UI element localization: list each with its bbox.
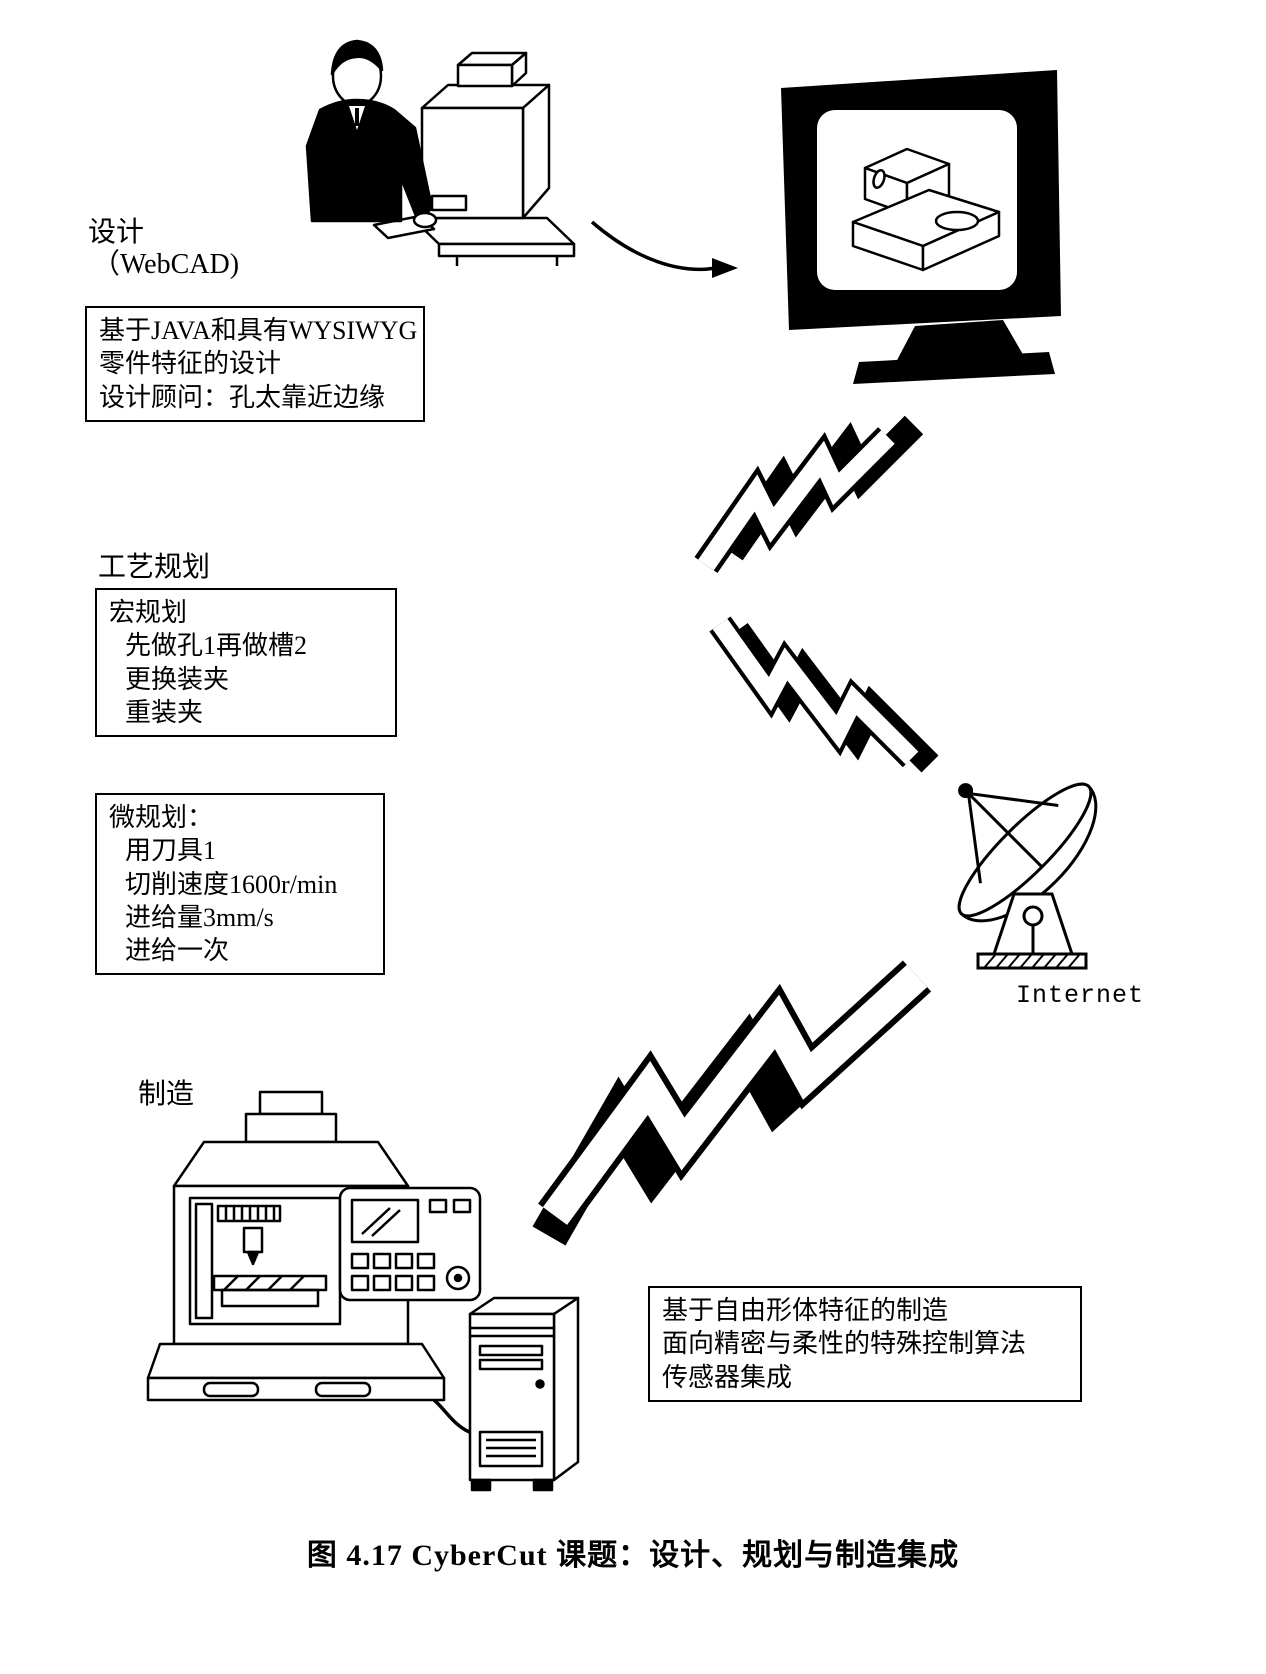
process-planning-label: 工艺规划: [98, 552, 211, 583]
satellite-dish-drawing: [957, 782, 1098, 970]
design-note-box: 基于JAVA和具有WYSIWYG 零件特征的设计 设计顾问：孔太靠近边缘: [85, 306, 425, 422]
manufacturing-note-line-2: 面向精密与柔性的特殊控制算法: [662, 1329, 1027, 1359]
design-label: 设计: [88, 217, 145, 248]
internet-label: Internet: [1016, 981, 1145, 1010]
manufacturing-label: 制造: [138, 1079, 195, 1110]
design-note-line-1: 基于JAVA和具有WYSIWYG: [99, 316, 418, 345]
lightning-bolt-1: [694, 415, 924, 573]
macro-planning-line-1: 先做孔1再做槽2: [125, 631, 308, 661]
lightning-bolt-3: [532, 960, 932, 1246]
macro-planning-line-3: 重装夹: [125, 697, 204, 727]
design-note-line-2: 零件特征的设计: [99, 349, 282, 379]
crt-monitor-drawing: [781, 70, 1061, 384]
figure-caption: 图 4.17 CyberCut 课题：设计、规划与制造集成: [306, 1539, 960, 1572]
lightning-bolt-2: [709, 616, 939, 773]
micro-planning-line-3: 进给量3mm/s: [125, 902, 274, 932]
micro-planning-line-4: 进给一次: [125, 936, 230, 966]
design-to-monitor-arrow: [590, 220, 738, 278]
computer-tower-drawing: [468, 1296, 580, 1492]
manufacturing-note-box: 基于自由形体特征的制造 面向精密与柔性的特殊控制算法 传感器集成: [648, 1286, 1082, 1402]
manufacturing-note-line-1: 基于自由形体特征的制造: [662, 1296, 949, 1325]
designer-at-computer-drawing: [305, 39, 576, 266]
micro-planning-title: 微规划：: [109, 803, 214, 832]
micro-planning-box: 微规划： 用刀具1 切削速度1600r/min 进给量3mm/s 进给一次: [95, 793, 385, 976]
macro-planning-line-2: 更换装夹: [125, 664, 230, 694]
micro-planning-line-1: 用刀具1: [125, 836, 217, 866]
macro-planning-title: 宏规划: [109, 598, 188, 627]
manufacturing-note-line-3: 传感器集成: [662, 1362, 793, 1392]
design-webcad-label: （WebCAD): [92, 249, 240, 280]
cnc-machine-drawing: [146, 1090, 482, 1402]
micro-planning-line-2: 切削速度1600r/min: [125, 869, 338, 899]
design-note-line-3: 设计顾问：孔太靠近边缘: [99, 382, 386, 412]
macro-planning-box: 宏规划 先做孔1再做槽2 更换装夹 重装夹: [95, 588, 397, 738]
